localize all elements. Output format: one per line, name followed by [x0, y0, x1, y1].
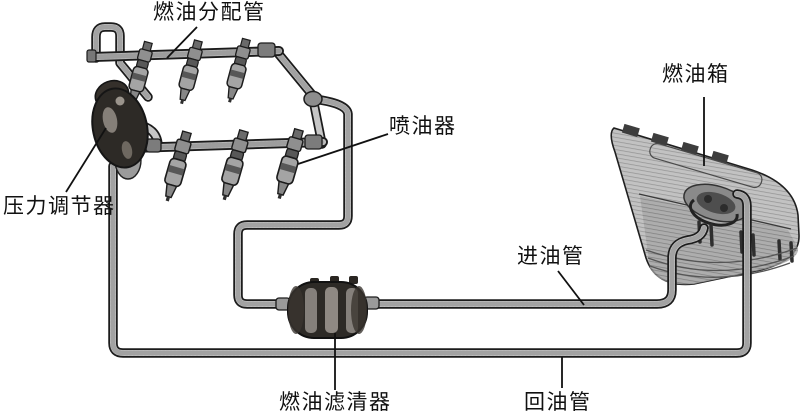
- fuel-rail-upper: [86, 42, 279, 63]
- fuel-rail-label: 燃油分配管: [153, 0, 266, 24]
- tank-front-clips: [697, 220, 794, 263]
- rail-junction-fitting: [303, 90, 323, 108]
- inlet-pipe-label: 进油管: [517, 244, 585, 268]
- fuel-tank-front-face: [640, 196, 799, 285]
- injector-graphic: [158, 129, 196, 205]
- tank-pump-assembly: [683, 183, 749, 227]
- injector-graphic: [173, 38, 207, 107]
- fuel-rail-leader-line: [166, 26, 198, 59]
- injector-leader-line: [297, 133, 389, 165]
- injector-graphic: [215, 127, 253, 203]
- fuel-filter-illustration: [275, 276, 380, 339]
- fuel-rail-lower: [131, 134, 323, 152]
- pressure-regulator-leader-line: [65, 127, 107, 193]
- inlet-pipe-leader-line: [557, 270, 585, 306]
- leader-lines: [65, 26, 705, 390]
- tank-top-seam: [649, 142, 763, 189]
- pressure-regulator-label: 压力调节器: [3, 194, 116, 218]
- fuel-tank-illustration: [610, 123, 800, 286]
- tank-top-notches: [621, 123, 729, 165]
- injector-graphic: [221, 36, 255, 105]
- fuel-tank-label: 燃油箱: [662, 62, 730, 86]
- return-pipe-label: 回油管: [524, 390, 592, 414]
- pressure-regulator-illustration: [91, 79, 149, 180]
- fuel-filter-label: 燃油滤清器: [279, 390, 392, 414]
- injector-label: 喷油器: [389, 114, 457, 138]
- tank-front-bands: [645, 247, 798, 278]
